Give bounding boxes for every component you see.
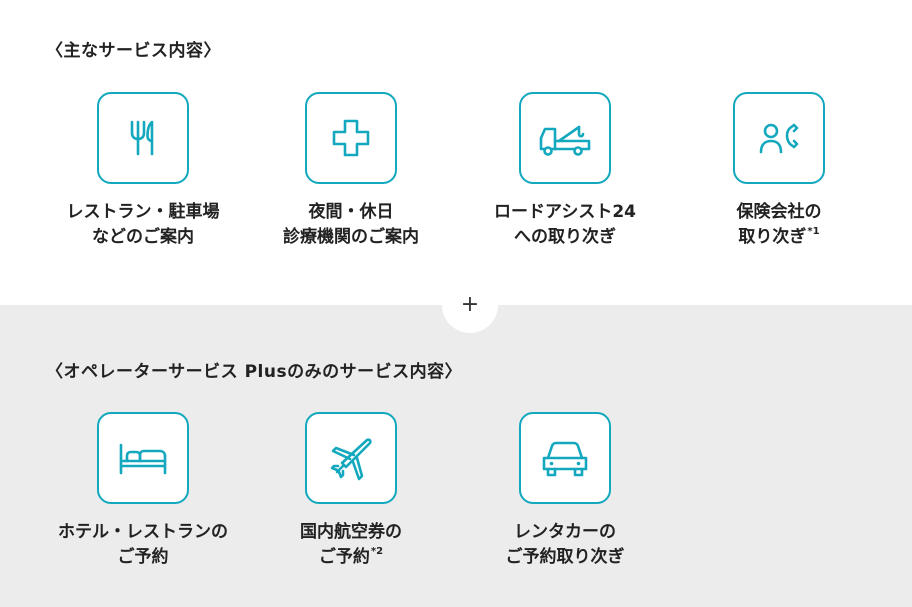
service-label-line2: ご予約 [117, 547, 169, 567]
medical-cross-icon [332, 119, 370, 157]
service-label: レストラン・駐車場 などのご案内 [43, 200, 243, 250]
service-icon-box [97, 412, 189, 504]
footnote-marker: *2 [370, 546, 384, 557]
service-icon-box [305, 412, 397, 504]
plus-services-title: 〈オペレーターサービス Plusのみのサービス内容〉 [46, 362, 463, 382]
plus-separator: + [442, 277, 498, 333]
service-label: 国内航空券の ご予約*2 [251, 520, 451, 570]
service-label-line1: 保険会社の [736, 202, 822, 222]
service-medical: 夜間・休日 診療機関のご案内 [251, 92, 451, 250]
service-label: ロードアシスト24 への取り次ぎ [465, 200, 665, 250]
service-label: レンタカーの ご予約取り次ぎ [465, 520, 665, 570]
service-label-line1: ロードアシスト24 [494, 202, 636, 222]
service-restaurant-parking: レストラン・駐車場 などのご案内 [43, 92, 243, 250]
service-icon-box [305, 92, 397, 184]
tow-truck-icon [539, 125, 591, 156]
service-label-line2-wrap: ご予約*2 [251, 545, 451, 570]
fork-knife-icon [130, 120, 154, 156]
service-label: 保険会社の 取り次ぎ*1 [679, 200, 879, 250]
service-domestic-flights: 国内航空券の ご予約*2 [251, 412, 451, 570]
main-services-section: 〈主なサービス内容〉 レストラン・駐車場 などのご案内 夜間・休日 診療機関のご… [43, 41, 879, 250]
service-label-line1: レストラン・駐車場 [66, 202, 220, 222]
service-label-line2: への取り次ぎ [514, 227, 616, 247]
service-label-line2: 診療機関のご案内 [283, 227, 419, 247]
footnote-marker: *1 [807, 226, 820, 237]
service-label-line1: 夜間・休日 [308, 202, 394, 222]
service-label-line2: 取り次ぎ [738, 227, 807, 247]
service-icon-box [97, 92, 189, 184]
service-label-line1: 国内航空券の [300, 522, 402, 542]
service-label-line2: ご予約取り次ぎ [505, 547, 625, 567]
service-label-line2: などのご案内 [92, 227, 194, 247]
service-icon-box [733, 92, 825, 184]
main-services-title: 〈主なサービス内容〉 [46, 41, 221, 61]
plus-services-section: 〈オペレーターサービス Plusのみのサービス内容〉 ホテル・レストランの ご予… [0, 305, 912, 607]
service-label-line2: ご予約 [318, 547, 370, 567]
person-phone-icon [759, 123, 799, 154]
service-label-line1: ホテル・レストランの [58, 522, 228, 542]
bed-icon [119, 443, 167, 475]
service-insurance: 保険会社の 取り次ぎ*1 [679, 92, 879, 250]
service-icon-box [519, 412, 611, 504]
car-icon [542, 441, 588, 477]
service-rental-car: レンタカーの ご予約取り次ぎ [465, 412, 665, 570]
service-label: 夜間・休日 診療機関のご案内 [251, 200, 451, 250]
airplane-icon [330, 438, 372, 481]
service-icon-box [519, 92, 611, 184]
service-road-assist: ロードアシスト24 への取り次ぎ [465, 92, 665, 250]
service-label: ホテル・レストランの ご予約 [43, 520, 243, 570]
service-hotel-restaurant: ホテル・レストランの ご予約 [43, 412, 243, 570]
service-label-line2-wrap: 取り次ぎ*1 [679, 225, 879, 250]
service-label-line1: レンタカーの [514, 522, 616, 542]
